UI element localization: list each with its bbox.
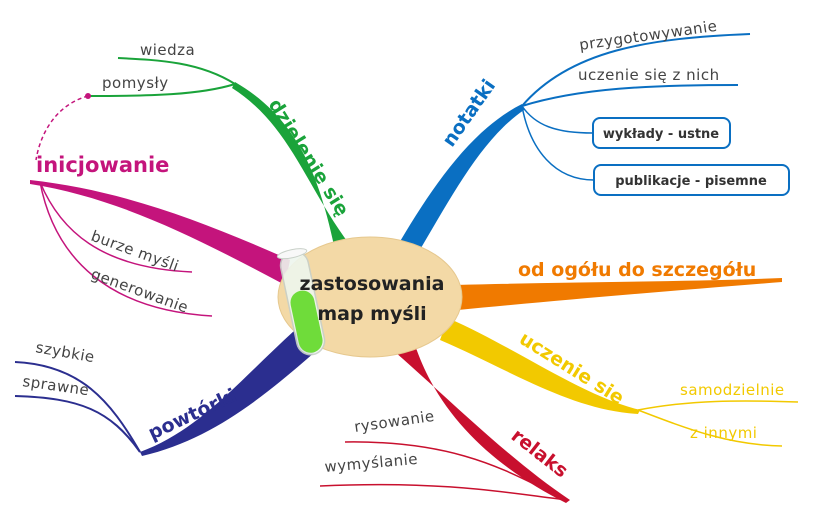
branch-uczenie-sie[interactable]: uczenie się samodzielnie z innymi: [440, 318, 799, 447]
child-wiedza: wiedza: [140, 41, 195, 59]
child-rysowanie: rysowanie: [353, 407, 436, 436]
box-publikacje-label: publikacje - pisemne: [615, 174, 767, 189]
branch-notatki[interactable]: notatki przygotowywanie uczenie się z ni…: [395, 17, 790, 258]
central-topic[interactable]: zastosowania map myśli: [276, 236, 463, 358]
arrow-head: [85, 93, 91, 99]
child-wymyslanie: wymyślanie: [324, 450, 419, 476]
branch-powtorki[interactable]: powtórki szybkie sprawne: [14, 330, 315, 456]
box-publikacje: [593, 164, 790, 196]
branch-label: od ogółu do szczegółu: [518, 259, 756, 281]
child-szybkie: szybkie: [34, 338, 96, 366]
child-sprawne: sprawne: [21, 372, 90, 399]
branch-label: inicjowanie: [36, 153, 169, 177]
branch-dzielenie-sie[interactable]: dzielenie się wiedza pomysły: [87, 41, 354, 250]
child-uczenie-sie-z-nich: uczenie się z nich: [578, 66, 720, 84]
child-przygotowywanie: przygotowywanie: [578, 17, 718, 54]
box-wyklady: [592, 117, 731, 149]
branch-od-ogolu[interactable]: od ogółu do szczegółu: [455, 259, 782, 310]
dashed-arrow: [35, 95, 89, 161]
child-pomysly: pomysły: [102, 74, 169, 92]
child-samodzielnie: samodzielnie: [680, 381, 785, 399]
test-tube-icon: [276, 248, 326, 356]
child-z-innymi: z innymi: [690, 424, 757, 442]
box-wyklady-label: wykłady - ustne: [603, 127, 719, 142]
central-topic-line2: map myśli: [317, 303, 426, 325]
central-topic-line1: zastosowania: [300, 273, 445, 295]
branch-inicjowanie[interactable]: inicjowanie burze myśli generowanie: [30, 153, 290, 317]
branch-label: dzielenie się: [264, 95, 354, 220]
